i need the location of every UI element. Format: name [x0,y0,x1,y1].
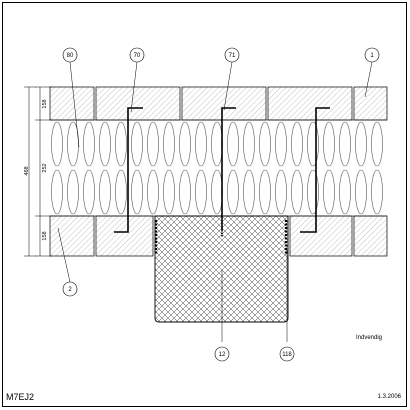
insulation-fiber [275,121,287,167]
insulation-fiber [275,169,287,215]
insulation-fiber [131,169,143,215]
insulation-fiber [195,121,207,167]
insulation-fiber [99,169,111,215]
insulation-fiber [179,121,191,167]
insulation-fiber [67,169,79,215]
dimension-line [24,86,52,257]
insulation-fiber [323,121,335,167]
callout-bubble [279,346,295,362]
insulation-fiber [371,121,383,167]
insulation-fiber [339,169,351,215]
dimension-middle-layer: 252 [42,163,48,172]
callout-number: 1 [370,53,374,59]
concrete-column [154,215,289,323]
insulation-fiber [211,169,223,215]
insulation-fiber [227,169,239,215]
insulation-fiber [259,121,271,167]
callout-number: 118 [282,352,292,358]
callout-number: 71 [229,53,236,59]
callout-bubble [224,47,240,63]
leader-lines [57,61,373,342]
insulation-fiber [355,121,367,167]
insulation-fiber [147,169,159,215]
insulation-fiber [51,169,63,215]
insulation-fiber [307,169,319,215]
insulation-fiber [291,121,303,167]
insulation-fiber [211,121,223,167]
insulation-fiber [115,169,127,215]
dimension-top-layer: 158 [42,99,48,108]
insulation-fiber [131,121,143,167]
insulation-fiber [99,121,111,167]
insulation-fiber [83,121,95,167]
callout-number: 80 [67,53,74,59]
insulation-fiber [179,169,191,215]
insulation-fiber [51,121,63,167]
drawing-frame [2,2,407,407]
dimension-bottom-layer: 158 [42,231,48,240]
insulation-fiber [243,121,255,167]
callout-bubble [62,281,78,297]
inside-label: Indvendig [356,335,383,341]
insulation-fiber [307,121,319,167]
insulation-fiber [291,169,303,215]
callout-bubble [62,47,78,63]
callout-bubble [364,47,380,63]
wall-ties [114,107,330,237]
inner-brick-leaf [49,215,388,257]
insulation-fiber [147,121,159,167]
dimension-total: 468 [24,166,30,175]
outer-brick-leaf [49,86,388,121]
callout-number: 12 [219,352,226,358]
insulation-fiber [371,169,383,215]
insulation-fiber [115,121,127,167]
callout-bubble [214,346,230,362]
drawing-code: M7EJ2 [6,392,35,402]
insulation-fiber [163,121,175,167]
insulation-fiber [339,121,351,167]
insulation-fiber [355,169,367,215]
drawing-date: 1.3.2006 [377,394,401,400]
insulation-fiber [227,121,239,167]
insulation-fiber [83,169,95,215]
insulation-fiber [195,169,207,215]
insulation-fiber [259,169,271,215]
insulation-fiber [323,169,335,215]
callout-bubble [129,47,145,63]
insulation-layer [50,119,387,217]
callout-number: 2 [68,287,72,293]
insulation-fiber [243,169,255,215]
insulation-fiber [163,169,175,215]
callout-number: 70 [134,53,141,59]
